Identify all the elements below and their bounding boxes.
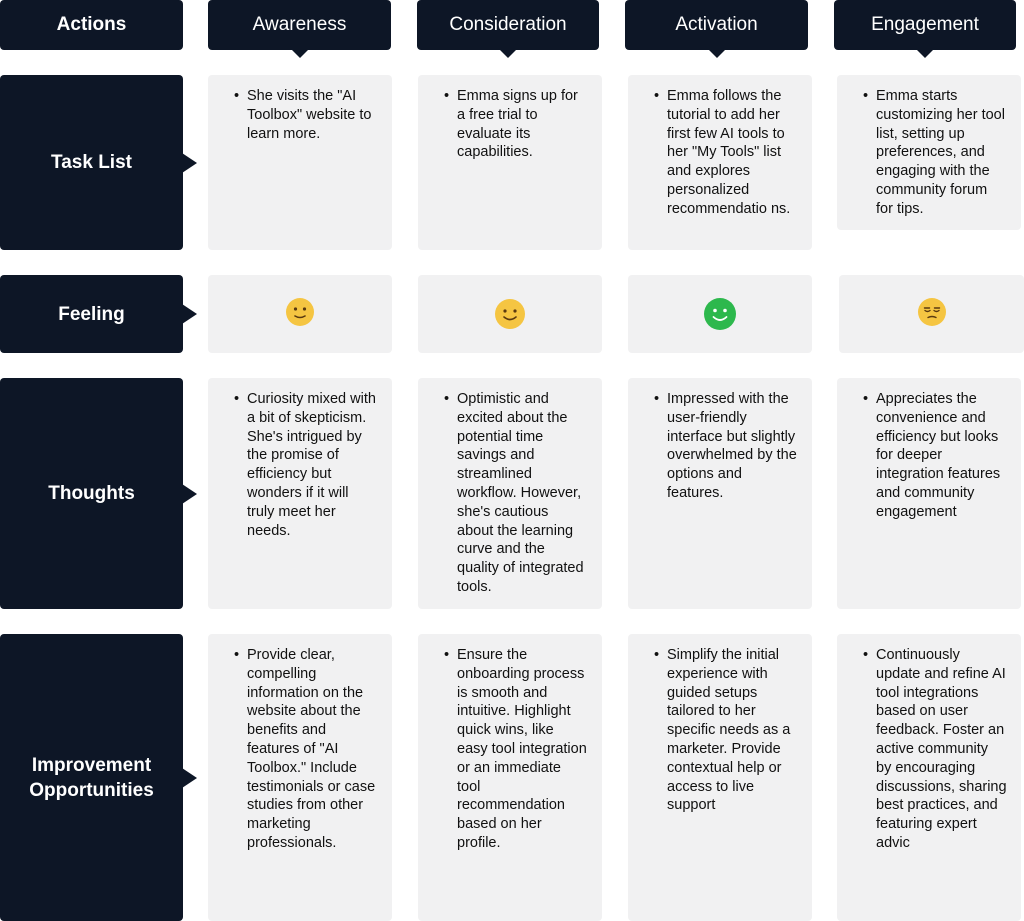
card-text: Emma signs up for a free trial to evalua… xyxy=(457,88,578,161)
row-arrow xyxy=(182,304,197,324)
phase-header-engagement: Engagement xyxy=(834,0,1016,58)
card-text: She visits the "AI Toolbox" website to l… xyxy=(247,88,372,142)
row-label-text: Thoughts xyxy=(48,483,135,504)
improvement-card-engagement: • Continuously update and refine AI tool… xyxy=(837,634,1021,921)
card-text: Appreciates the convenience and efficien… xyxy=(876,391,1001,520)
phase-header-consideration: Consideration xyxy=(417,0,599,58)
bullet: • xyxy=(654,647,660,663)
smile-face-icon xyxy=(495,299,525,329)
bullet: • xyxy=(863,647,869,663)
phase-notch xyxy=(499,49,517,58)
row-label-text: Task List xyxy=(51,152,132,173)
row-label-text: Improvement Opportunities xyxy=(29,754,154,801)
phase-notch xyxy=(916,49,934,58)
row-label-thoughts: Thoughts xyxy=(0,378,197,609)
bullet: • xyxy=(654,88,660,104)
phase-notch xyxy=(707,49,726,58)
phase-header-activation: Activation xyxy=(625,0,808,58)
card-text: Emma starts customizing her tool list, s… xyxy=(876,88,1005,217)
phase-label: Awareness xyxy=(252,14,347,35)
improvement-card-awareness: • Provide clear, compelling information … xyxy=(208,634,392,921)
bullet: • xyxy=(234,391,240,407)
bullet: • xyxy=(654,391,660,407)
row-arrow xyxy=(182,152,197,173)
row-label-improvement-opportunities: Improvement Opportunities xyxy=(0,634,197,921)
card-text: Curiosity mixed with a bit of skepticism… xyxy=(247,391,376,539)
feeling-card-engagement xyxy=(839,275,1024,353)
row-arrow xyxy=(182,483,197,504)
phase-label: Activation xyxy=(675,14,758,35)
task-card-engagement: • Emma starts customizing her tool list,… xyxy=(837,75,1021,230)
actions-header: Actions xyxy=(0,0,183,50)
card-text: Continuously update and refine AI tool i… xyxy=(876,647,1007,851)
neutral-smile-face-icon xyxy=(286,298,314,326)
feeling-card-awareness xyxy=(208,275,392,353)
phase-label: Consideration xyxy=(449,14,567,35)
feeling-card-consideration xyxy=(418,275,602,353)
card-text: Ensure the onboarding process is smooth … xyxy=(457,647,587,851)
row-arrow xyxy=(182,767,197,788)
task-card-activation: • Emma follows the tutorial to add her f… xyxy=(628,75,812,250)
phase-header-awareness: Awareness xyxy=(208,0,391,58)
phase-label: Engagement xyxy=(871,14,979,35)
phase-notch xyxy=(290,49,309,58)
card-text: Optimistic and excited about the potenti… xyxy=(457,391,584,595)
row-label-feeling: Feeling xyxy=(0,275,197,353)
thought-card-awareness: • Curiosity mixed with a bit of skeptici… xyxy=(208,378,392,609)
task-card-consideration: • Emma signs up for a free trial to eval… xyxy=(418,75,602,250)
actions-header-label: Actions xyxy=(56,14,127,35)
happy-face-icon xyxy=(704,298,736,330)
thought-card-activation: • Impressed with the user-friendly inter… xyxy=(628,378,812,609)
bullet: • xyxy=(863,88,869,104)
bullet: • xyxy=(444,391,450,407)
feeling-card-activation xyxy=(628,275,812,353)
task-card-awareness: • She visits the "AI Toolbox" website to… xyxy=(208,75,392,250)
card-text: Impressed with the user-friendly interfa… xyxy=(667,391,797,501)
thought-card-engagement: • Appreciates the convenience and effici… xyxy=(837,378,1021,609)
row-label-task-list: Task List xyxy=(0,75,197,250)
bullet: • xyxy=(444,647,450,663)
card-text: Simplify the initial experience with gui… xyxy=(667,647,791,814)
bullet: • xyxy=(863,391,869,407)
relieved-face-icon xyxy=(917,298,946,326)
card-text: Emma follows the tutorial to add her fir… xyxy=(667,88,791,217)
bullet: • xyxy=(234,647,240,663)
bullet: • xyxy=(444,88,450,104)
row-label-text: Feeling xyxy=(58,303,125,325)
improvement-card-consideration: • Ensure the onboarding process is smoot… xyxy=(418,634,602,921)
bullet: • xyxy=(234,88,240,104)
thought-card-consideration: • Optimistic and excited about the poten… xyxy=(418,378,602,609)
improvement-card-activation: • Simplify the initial experience with g… xyxy=(628,634,812,921)
card-text: Provide clear, compelling information on… xyxy=(247,647,376,851)
